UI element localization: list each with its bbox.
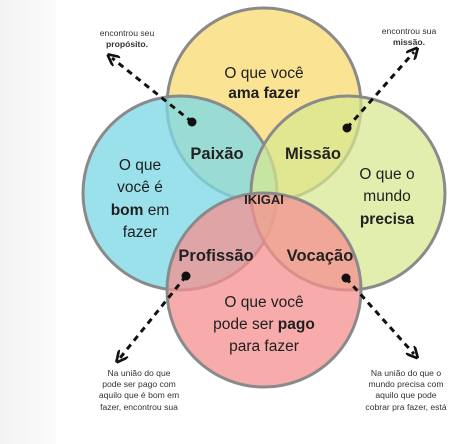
label-paixao: Paixão [190, 145, 244, 163]
circle-right-line2: mundo [363, 188, 411, 206]
circle-top-text: O que você ama fazer [204, 64, 324, 104]
note-bottom-right-line: mundo precisa com [368, 379, 444, 390]
circle-left-bold: bom [110, 201, 144, 219]
circle-bottom-line3: para fazer [229, 338, 299, 355]
label-ikigai: IKIGAI [244, 192, 284, 207]
note-bottom-left-line: Na união do que [107, 368, 171, 378]
circle-left-line1: O que [118, 157, 162, 174]
circle-left-text: O que você é bom em fazer [98, 155, 182, 245]
label-vocacao: Vocação [286, 247, 354, 265]
circle-right-line3: precisa [359, 210, 415, 228]
circle-bottom-pago [165, 191, 363, 389]
note-bottom-left-line: fazer, encontrou sua [100, 401, 178, 412]
note-bottom-left-line: aquilo que é bom em [98, 390, 180, 401]
note-bottom-right-line: Na união do que o [370, 368, 442, 378]
left-margin-strip [0, 0, 56, 444]
note-bottom-right-line: cobrar pra fazer, está [365, 401, 447, 412]
circle-right-line1: O que o [359, 166, 415, 183]
arrow-bottom-right [344, 276, 414, 354]
note-top-left-line1: encontrou seu [99, 28, 155, 38]
label-profissao: Profissão [178, 247, 254, 265]
circle-bottom-line2: pode ser pago [196, 314, 332, 336]
circle-bottom-line2-bold: pago [277, 316, 315, 333]
note-bottom-left: Na união do que pode ser pago com aquilo… [74, 368, 204, 413]
arrow-top-right [345, 52, 414, 129]
circles-group [81, 6, 447, 389]
circle-right-text: O que o mundo precisa [344, 164, 430, 231]
circle-bottom-line1: O que você [224, 294, 304, 311]
circle-left-rest: em [143, 201, 170, 219]
circle-bottom-text: O que você pode ser pago para fazer [196, 292, 332, 358]
circle-bottom-line2-pre: pode ser [213, 316, 278, 333]
note-top-right-line2: missão. [392, 37, 425, 48]
note-bottom-right: Na união do que o mundo precisa com aqui… [344, 368, 468, 413]
note-bottom-left-line: pode ser pago com [102, 379, 176, 390]
dot-profissao [181, 271, 191, 281]
circle-left-line3: bom em [98, 200, 182, 222]
note-top-right-line1: encontrou sua [381, 26, 437, 36]
label-missao: Missão [285, 145, 341, 163]
circle-top-line1: O que você [224, 65, 304, 82]
dot-paixao [187, 117, 197, 127]
circle-left-line4: fazer [122, 224, 158, 242]
note-bottom-right-line: aquilo que pode [375, 390, 437, 401]
circle-left-line2: você é [117, 179, 163, 197]
note-top-left: encontrou seu propósito. [72, 28, 182, 50]
note-top-left-line2: propósito. [105, 39, 148, 50]
dot-vocacao [341, 273, 351, 283]
note-top-right: encontrou sua missão. [354, 26, 464, 48]
dot-missao [342, 123, 352, 133]
circle-top-line2: ama fazer [228, 85, 300, 103]
